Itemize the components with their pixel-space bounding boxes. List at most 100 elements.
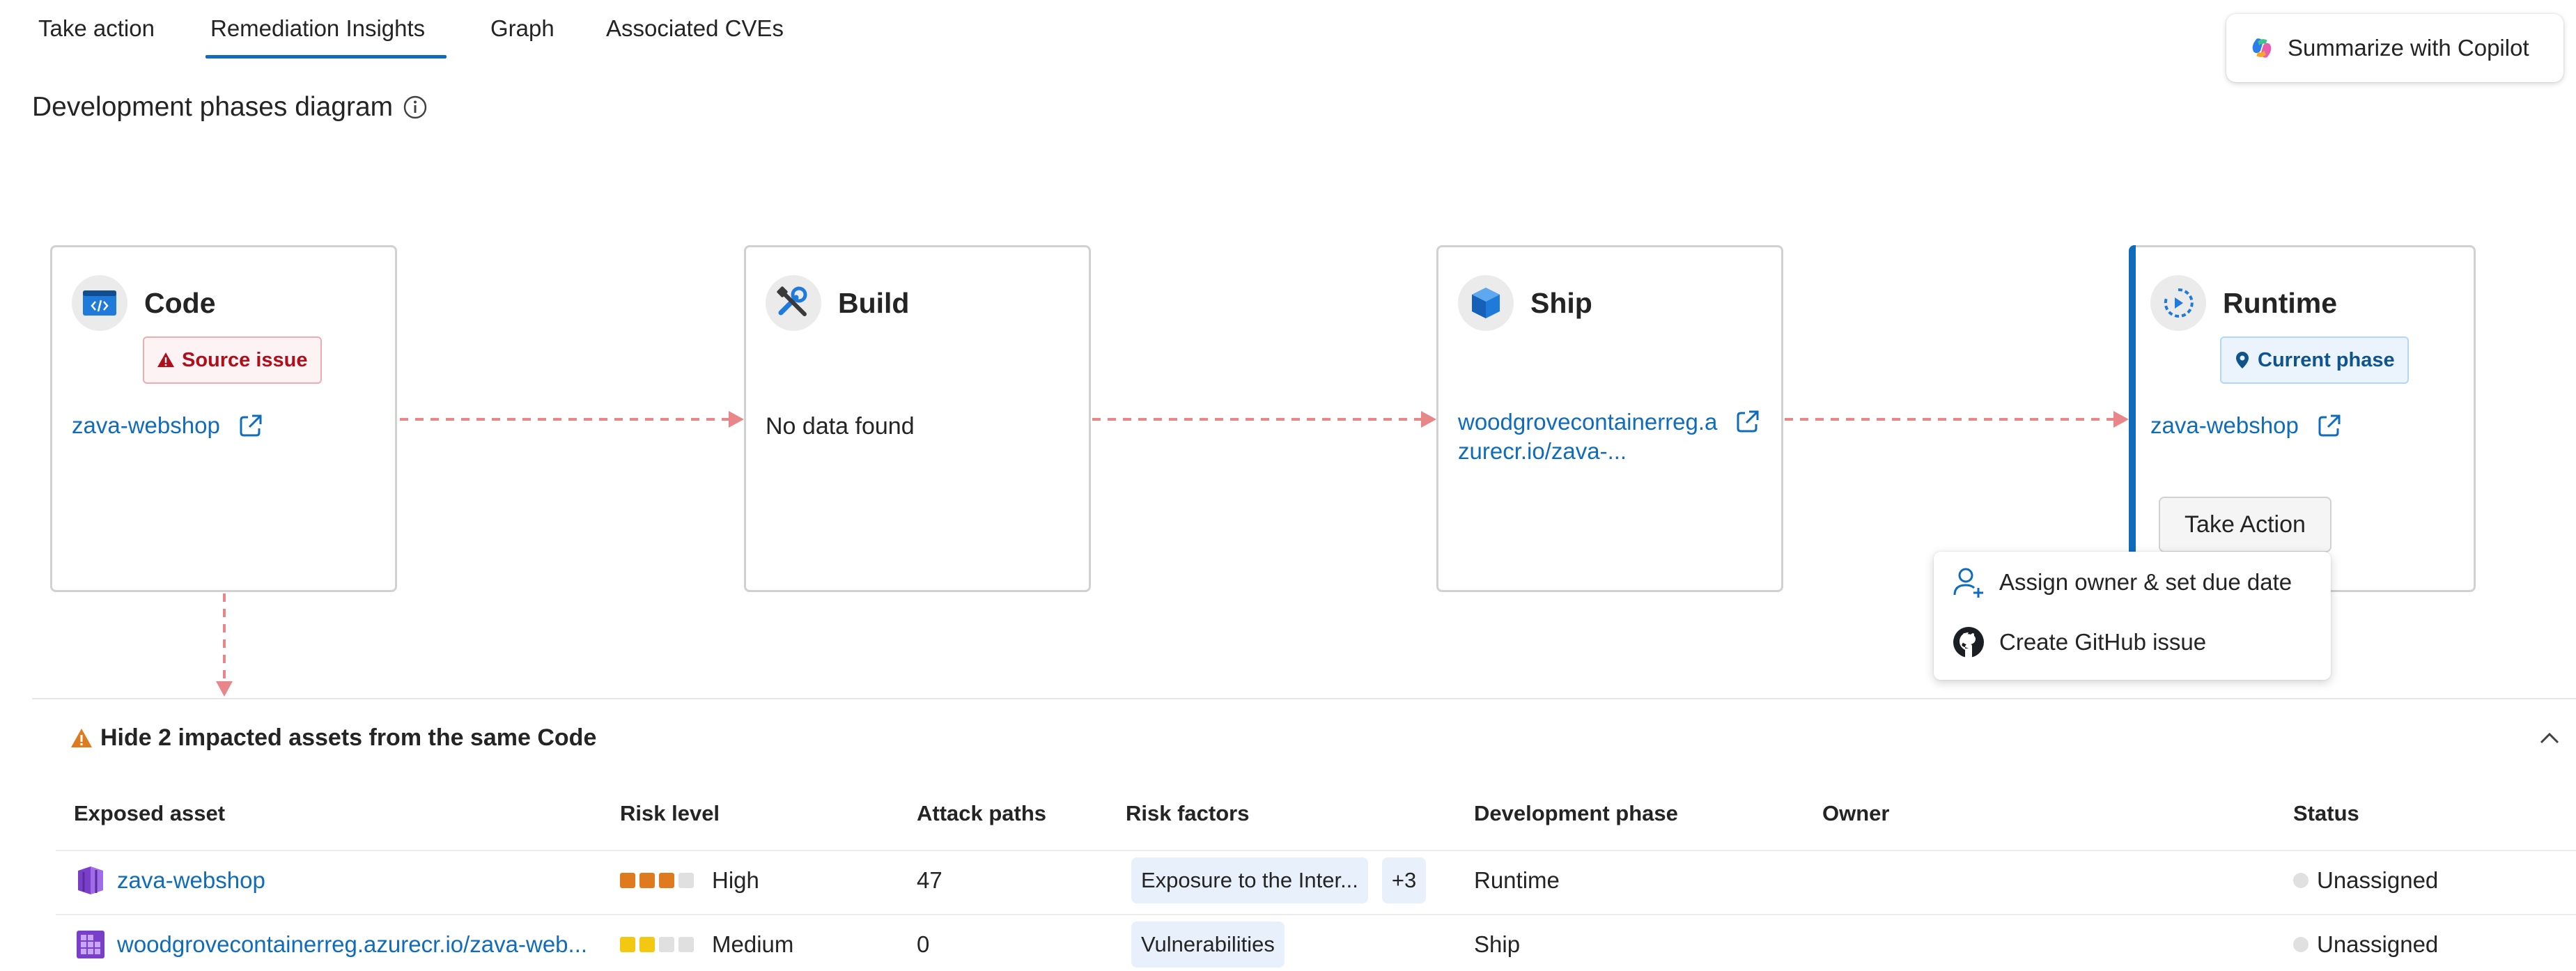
attack-paths-cell: 47 [917, 867, 942, 893]
development-phase-cell: Runtime [1474, 867, 1560, 893]
summarize-with-copilot-button[interactable]: Summarize with Copilot [2226, 14, 2563, 82]
tab-bar: Take action Remediation Insights Graph A… [0, 0, 836, 63]
asset-name: zava-webshop [117, 867, 265, 893]
take-action-button[interactable]: Take Action [2159, 497, 2331, 552]
active-tab-indicator [205, 55, 447, 59]
menu-item-assign-owner-label: Assign owner & set due date [1999, 569, 2292, 595]
warning-icon [157, 352, 174, 367]
phase-card-ship: Ship woodgrovecontainerreg.a zurecr.io/z… [1436, 245, 1783, 592]
tab-remediation-insights[interactable]: Remediation Insights [210, 15, 426, 41]
code-window-icon [72, 275, 127, 331]
risk-level-text: High [712, 867, 759, 893]
risk-bar-empty [678, 873, 694, 888]
risk-bar-empty [659, 937, 674, 952]
section-divider [32, 698, 2576, 699]
status-cell: Unassigned [2293, 928, 2438, 961]
phase-title-ship: Ship [1530, 286, 1592, 319]
arrow-ship-to-runtime [1785, 411, 2129, 428]
ship-asset-link[interactable]: woodgrovecontainerreg.a zurecr.io/zava-.… [1458, 407, 1762, 466]
risk-bar-filled [620, 873, 635, 888]
risk-bar-filled [639, 873, 655, 888]
ship-asset-link-line1: woodgrovecontainerreg.a [1458, 409, 1718, 435]
tab-graph[interactable]: Graph [490, 15, 554, 41]
menu-item-create-github-issue[interactable]: Create GitHub issue [1950, 624, 2206, 660]
column-header-risk-level[interactable]: Risk level [620, 801, 720, 825]
risk-factor-tag[interactable]: Exposure to the Inter... [1131, 857, 1368, 903]
phase-card-build: Build No data found [744, 245, 1091, 592]
tab-associated-cves[interactable]: Associated CVEs [606, 15, 784, 41]
column-header-risk-factors[interactable]: Risk factors [1126, 801, 1250, 825]
info-icon[interactable] [403, 95, 428, 120]
column-header-attack-paths[interactable]: Attack paths [917, 801, 1047, 825]
code-asset-link[interactable]: zava-webshop [72, 412, 265, 440]
status-dot [2293, 873, 2309, 888]
risk-level-cell: Medium [620, 928, 793, 961]
risk-factor-tag[interactable]: Vulnerabilities [1131, 922, 1285, 968]
status-text: Unassigned [2317, 931, 2439, 957]
no-data-text: No data found [766, 413, 915, 440]
hide-impacted-assets-toggle[interactable]: Hide 2 impacted assets from the same Cod… [70, 724, 596, 752]
phase-card-runtime: Runtime Current phase zava-webshop Take … [2129, 245, 2476, 592]
risk-bar-filled [639, 937, 655, 952]
person-add-icon [1950, 564, 1987, 600]
menu-item-assign-owner[interactable]: Assign owner & set due date [1950, 564, 2292, 600]
phase-title-runtime: Runtime [2223, 286, 2337, 319]
status-cell: Unassigned [2293, 864, 2438, 897]
runtime-asset-link[interactable]: zava-webshop [2150, 412, 2343, 440]
code-asset-link-text: zava-webshop [72, 412, 220, 438]
copilot-button-label: Summarize with Copilot [2288, 35, 2529, 61]
external-link-icon[interactable] [237, 412, 265, 440]
section-title-text: Development phases diagram [32, 92, 394, 122]
arrow-code-to-build [400, 411, 744, 428]
current-phase-badge: Current phase [2220, 336, 2409, 384]
current-phase-label: Current phase [2258, 348, 2395, 371]
menu-item-create-github-issue-label: Create GitHub issue [1999, 629, 2207, 655]
risk-level-text: Medium [712, 931, 794, 957]
phase-card-code: Code Source issue zava-webshop [50, 245, 397, 592]
external-link-icon[interactable] [2315, 412, 2343, 440]
risk-factors-cell: Vulnerabilities [1131, 922, 1285, 968]
column-header-status[interactable]: Status [2293, 801, 2359, 825]
runtime-asset-link-text: zava-webshop [2150, 412, 2299, 438]
asset-link-zava-webshop[interactable]: zava-webshop [74, 864, 265, 897]
status-dot [2293, 937, 2309, 952]
container-cube-icon [1458, 275, 1514, 331]
source-issue-label: Source issue [182, 348, 308, 371]
risk-factors-cell: Exposure to the Inter... +3 [1131, 857, 1427, 903]
risk-factor-more-tag[interactable]: +3 [1381, 857, 1427, 903]
table-header-divider [56, 850, 2576, 851]
section-title: Development phases diagram [32, 92, 428, 123]
risk-level-cell: High [620, 864, 759, 897]
table-row-divider [56, 914, 2576, 915]
arrow-build-to-ship [1092, 411, 1436, 428]
risk-bar-filled [620, 937, 635, 952]
take-action-menu: Assign owner & set due date Create GitHu… [1934, 552, 2331, 680]
attack-paths-cell: 0 [917, 931, 930, 957]
arrow-code-to-assets [216, 593, 233, 697]
tools-icon [766, 275, 821, 331]
impacted-assets-label: Hide 2 impacted assets from the same Cod… [100, 724, 597, 751]
external-link-icon[interactable] [1734, 407, 1762, 435]
ship-asset-link-line2: zurecr.io/zava-... [1458, 438, 1627, 464]
runtime-icon [2150, 275, 2206, 331]
container-registry-icon [77, 931, 104, 958]
asset-name: woodgrovecontainerreg.azurecr.io/zava-we… [117, 931, 588, 957]
column-header-development-phase[interactable]: Development phase [1474, 801, 1678, 825]
source-issue-badge: Source issue [143, 336, 322, 384]
warning-icon [71, 728, 92, 747]
risk-bar-filled [659, 873, 674, 888]
development-phase-cell: Ship [1474, 931, 1521, 957]
tab-take-action[interactable]: Take action [38, 15, 155, 41]
phase-title-code: Code [144, 286, 216, 319]
asset-link-woodgrove-container[interactable]: woodgrovecontainerreg.azurecr.io/zava-we… [74, 928, 587, 961]
location-pin-icon [2236, 352, 2249, 368]
current-phase-indicator [2129, 245, 2136, 592]
chevron-up-icon[interactable] [2536, 724, 2563, 752]
github-icon [1950, 624, 1987, 660]
risk-bar-empty [678, 937, 694, 952]
column-header-owner[interactable]: Owner [1822, 801, 1890, 825]
copilot-icon [2252, 38, 2272, 58]
column-header-exposed-asset[interactable]: Exposed asset [74, 801, 226, 825]
phase-title-build: Build [838, 286, 910, 319]
